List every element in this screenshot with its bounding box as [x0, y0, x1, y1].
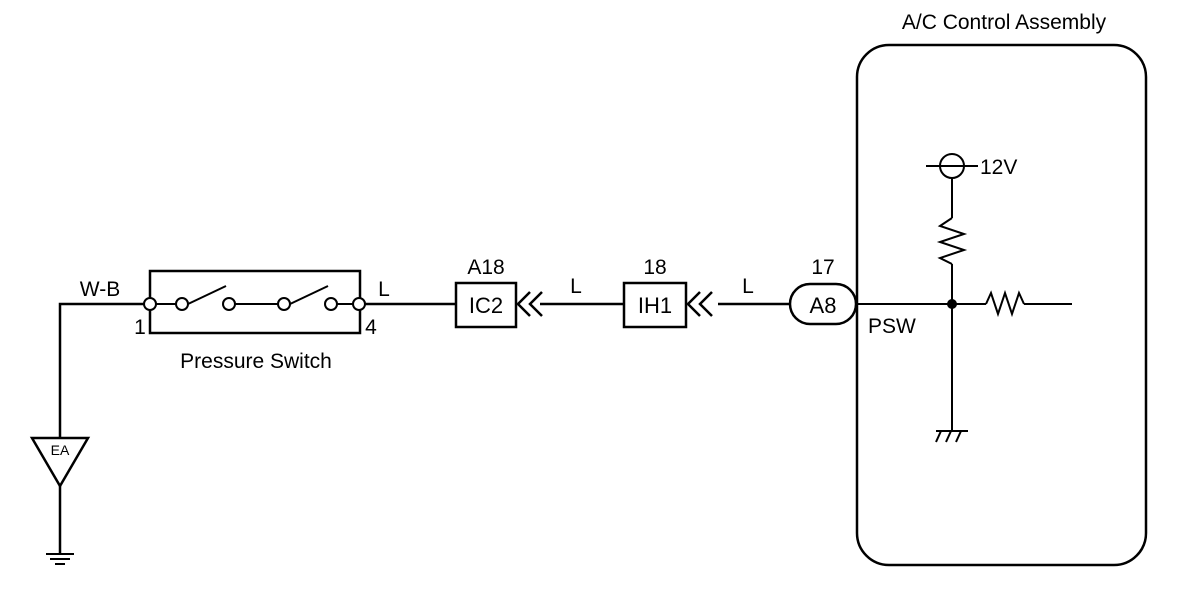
psw-label: PSW — [868, 315, 916, 338]
supply-voltage-label: 12V — [980, 156, 1017, 179]
wire-color-right: L — [742, 275, 754, 298]
ac-control-assembly: A/C Control Assembly 12V PSW — [855, 11, 1148, 567]
switch-pin-1: 1 — [134, 316, 146, 339]
connector-ih1-code: IH1 — [638, 293, 672, 318]
pressure-switch-label: Pressure Switch — [180, 350, 332, 373]
connector-ic2-label: A18 — [467, 256, 504, 279]
assembly-title: A/C Control Assembly — [902, 11, 1107, 34]
connector-ic2: IC2 A18 — [454, 256, 543, 329]
connector-a8-code: A8 — [810, 293, 837, 318]
input-resistor — [952, 289, 1072, 318]
ground-point-label: EA — [51, 442, 70, 458]
switch-pin-4: 4 — [365, 316, 377, 339]
switch-terminal-1 — [143, 297, 157, 311]
inline-connector-chevron-icon — [686, 291, 701, 317]
wire-color-mid: L — [570, 275, 582, 298]
connector-a8-pin: 17 — [811, 256, 834, 279]
switch-terminal-4 — [352, 297, 366, 311]
pullup-resistor — [936, 178, 968, 304]
pressure-switch: 1 4 Pressure Switch — [134, 269, 377, 373]
inline-connector-chevron-icon — [516, 291, 531, 317]
connector-ih1: IH1 18 — [622, 256, 713, 329]
wire-color-ground: W-B — [80, 278, 120, 301]
connector-ih1-pin: 18 — [643, 256, 666, 279]
wire-color-left: L — [378, 278, 390, 301]
connector-a8: A8 17 — [788, 256, 858, 326]
inline-connector-chevron-icon — [698, 291, 713, 317]
earth-ground-icon — [46, 553, 74, 565]
inline-connector-chevron-icon — [528, 291, 543, 317]
connector-ic2-code: IC2 — [469, 293, 503, 318]
ground-point-ea: EA — [29, 436, 91, 489]
chassis-ground-icon — [935, 430, 968, 443]
supply-12v-symbol: 12V — [926, 153, 1017, 179]
